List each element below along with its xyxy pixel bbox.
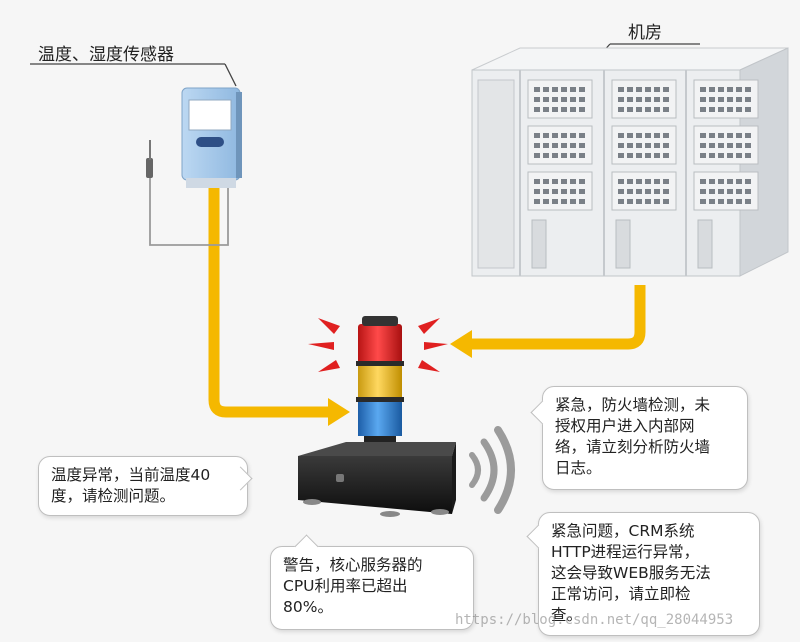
bubble-line: 日志。 <box>555 459 602 477</box>
bubble-line: CPU利用率已超出 <box>283 577 408 595</box>
firewall-alert-bubble: 紧急，防火墙检测，未 授权用户进入内部网 络，请立刻分析防火墙 日志。 <box>542 386 748 490</box>
cpu-alert-bubble: 警告，核心服务器的 CPU利用率已超出 80%。 <box>270 546 474 630</box>
bubble-line: 紧急，防火墙检测，未 <box>555 396 711 414</box>
bubble-line: 查。 <box>551 606 583 624</box>
temperature-humidity-sensor <box>146 87 242 246</box>
rack-door-panel <box>531 219 547 269</box>
temperature-alert-bubble: 温度异常，当前温度40 度，请检测问题。 <box>38 456 248 516</box>
sensor-to-alarm-arrow <box>208 188 350 426</box>
bubble-line: 这会导致WEB服务无法 <box>551 564 711 582</box>
rack-unit <box>527 79 593 119</box>
bubble-line: 紧急问题，CRM系统 <box>551 522 695 540</box>
rack-unit <box>693 125 759 165</box>
rack-unit <box>527 171 593 211</box>
sensor-label-leader <box>224 63 237 87</box>
crm-alert-bubble: 紧急问题，CRM系统 HTTP进程运行异常， 这会导致WEB服务无法 正常访问，… <box>538 512 760 636</box>
rack-unit <box>611 171 677 211</box>
alarm-base-unit <box>298 442 456 517</box>
bubble-line: 80%。 <box>283 598 333 616</box>
alarm-flash-rays <box>308 318 448 372</box>
bubble-line: 温度异常，当前温度40 <box>51 466 211 484</box>
rack-door-panel <box>477 79 515 269</box>
bubble-line: HTTP进程运行异常， <box>551 543 700 561</box>
rack-unit <box>693 79 759 119</box>
bubble-line: 络，请立刻分析防火墙 <box>555 438 711 456</box>
bubble-line: 警告，核心服务器的 <box>283 556 423 574</box>
bubble-line: 授权用户进入内部网 <box>555 417 695 435</box>
watermark-text: https://blog.csdn.net/qq_28044953 <box>455 612 734 628</box>
alarm-stack-light <box>356 316 404 454</box>
bubble-line: 正常访问，请立即检 <box>551 585 691 603</box>
server-room-racks <box>471 47 789 277</box>
rack-door-panel <box>697 219 713 269</box>
sensor-label: 温度、湿度传感器 <box>38 45 174 65</box>
wireless-signal-icon <box>469 426 515 514</box>
rack-unit <box>527 125 593 165</box>
server-room-label: 机房 <box>628 23 662 43</box>
room-to-alarm-arrow <box>450 285 646 358</box>
bubble-line: 度，请检测问题。 <box>51 487 176 505</box>
rack-door-panel <box>615 219 631 269</box>
rack-unit <box>693 171 759 211</box>
rack-unit <box>611 125 677 165</box>
rack-unit <box>611 79 677 119</box>
